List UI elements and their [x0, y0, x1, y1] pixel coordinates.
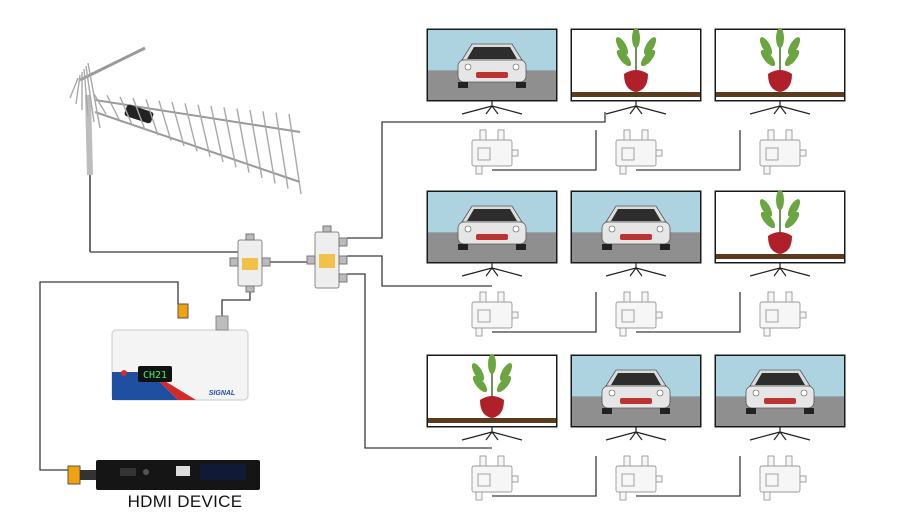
tv-stand	[605, 263, 667, 277]
car-picture	[428, 192, 556, 262]
tv-2-1	[426, 190, 558, 337]
tv-2-3	[714, 190, 846, 337]
tv-1-2	[570, 28, 702, 175]
hdmi-modulator: CH21 SIGNAL	[111, 303, 249, 401]
splitter-right	[306, 225, 348, 289]
tv-3-1	[426, 354, 558, 501]
coax-cables	[39, 112, 741, 497]
modulator-brand: SIGNAL	[209, 390, 235, 397]
hdmi-device	[67, 460, 260, 490]
tv-1-1	[426, 28, 558, 175]
tv-splitter	[471, 129, 519, 175]
antenna-icon	[69, 46, 302, 252]
tv-splitter	[759, 291, 807, 337]
tv-stand	[461, 427, 523, 441]
tv-splitter	[759, 129, 807, 175]
car-picture	[716, 356, 844, 426]
plant-picture	[716, 190, 844, 262]
tv-splitter	[615, 291, 663, 337]
tv-3-3	[714, 354, 846, 501]
tv-2-2	[570, 190, 702, 337]
tv-stand	[749, 101, 811, 115]
tv-stand	[749, 263, 811, 277]
plant-picture	[572, 28, 700, 100]
tv-splitter	[615, 455, 663, 501]
modulator-display: CH21	[143, 370, 167, 381]
tv-splitter	[615, 129, 663, 175]
tv-splitter	[759, 455, 807, 501]
tv-splitter	[471, 291, 519, 337]
car-picture	[428, 30, 556, 100]
tv-stand	[605, 427, 667, 441]
tv-splitter	[471, 455, 519, 501]
tv-stand	[461, 101, 523, 115]
plant-picture	[428, 354, 556, 426]
tv-grid	[426, 28, 846, 501]
splitter-left	[229, 233, 271, 293]
tv-1-3	[714, 28, 846, 175]
tv-stand	[461, 263, 523, 277]
hdmi-device-caption: HDMI DEVICE	[127, 492, 243, 511]
car-picture	[572, 192, 700, 262]
tv-3-2	[570, 354, 702, 501]
tv-stand	[749, 427, 811, 441]
car-picture	[572, 356, 700, 426]
tv-stand	[605, 101, 667, 115]
plant-picture	[716, 28, 844, 100]
